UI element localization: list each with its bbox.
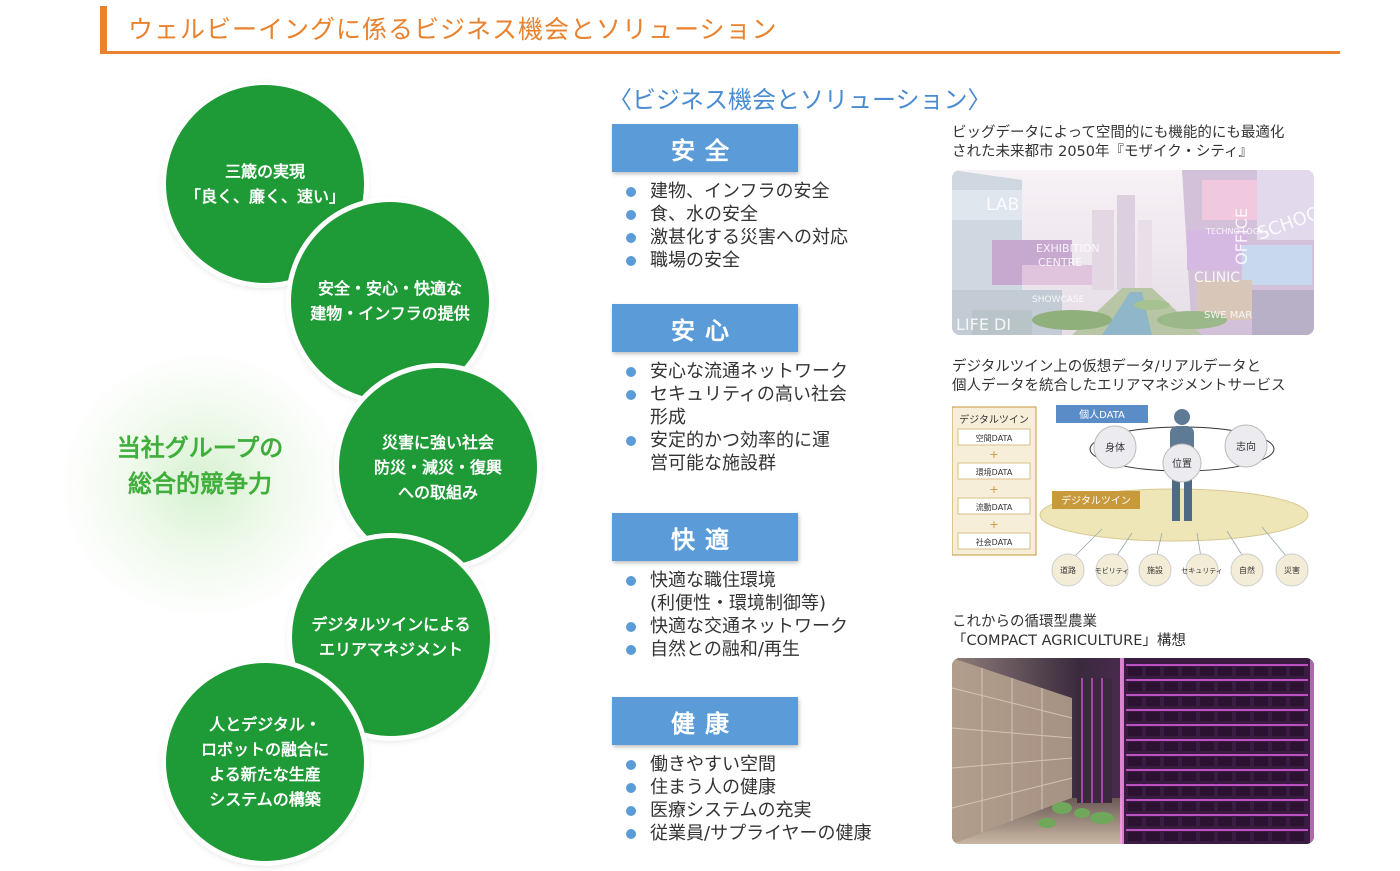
city-sign: LAB [986, 195, 1019, 215]
category-security: 安心 [612, 304, 798, 352]
digital-twin-diagram: デジタルツイン 空間DATA + 環境DATA + 流動DATA + 社会DAT… [951, 403, 1314, 588]
list-item: 快適な職住環境 (利便性・環境制御等) [624, 569, 914, 615]
farm-caption: これからの循環型農業 「COMPACT AGRICULTURE」構想 [952, 614, 1186, 649]
circle-safe-buildings: 安全・安心・快適な 建物・インフラの提供 [291, 202, 489, 400]
compact-agriculture-illustration [952, 658, 1314, 844]
list-item: 食、水の安全 [624, 203, 914, 226]
category-health: 健康 [612, 697, 798, 745]
circle-text: デジタルツインによる エリアマネジメント [311, 615, 471, 659]
farm-svg [952, 658, 1314, 844]
category-label: 快適 [671, 525, 739, 554]
plus-sign: + [989, 483, 998, 496]
city-sign: TECHNO LOGY [1205, 227, 1264, 236]
personal-data-label: 個人DATA [1079, 408, 1125, 421]
list-item: 医療システムの充実 [624, 799, 924, 822]
core-line-2: 総合的競争力 [128, 470, 272, 498]
city-sign: EXHIBITION [1036, 242, 1100, 255]
core-competence-label: 当社グループの 総合的競争力 [90, 430, 310, 502]
twin-node: セキュリティ [1181, 567, 1223, 575]
twin-node: 道路 [1060, 565, 1076, 575]
list-item: 快適な交通ネットワーク [624, 615, 914, 638]
core-line-1: 当社グループの [116, 434, 284, 462]
list-item: 激甚化する災害への対応 [624, 226, 914, 249]
twin-panel-title: デジタルツイン [959, 413, 1029, 426]
city-sign: CENTRE [1038, 256, 1082, 269]
list-item: 安定的かつ効率的に運 営可能な施設群 [624, 429, 914, 475]
solutions-title: 〈ビジネス機会とソリューション〉 [608, 86, 992, 114]
farm-shelves [1126, 664, 1308, 841]
category-label: 安全 [671, 136, 739, 165]
city-sign: LIFE DI [956, 315, 1011, 334]
security-list: 安心な流通ネットワーク セキュリティの高い社会 形成 安定的かつ効率的に運 営可… [624, 360, 914, 475]
circle-text: 人とデジタル・ ロボットの融合に よる新たな生産 システムの構築 [200, 715, 329, 809]
data-item: 社会DATA [976, 537, 1013, 547]
list-item: 働きやすい空間 [624, 753, 924, 776]
plus-sign: + [989, 448, 998, 461]
city-caption: ビッグデータによって空間的にも機能的にも最適化 された未来都市 2050年『モザ… [952, 125, 1285, 160]
header-accent-bar [100, 6, 107, 52]
twin-svg: デジタルツイン 空間DATA + 環境DATA + 流動DATA + 社会DAT… [951, 405, 1309, 587]
circle-text: 安全・安心・快適な 建物・インフラの提供 [310, 279, 470, 323]
data-item: 空間DATA [976, 433, 1013, 443]
circle-human-robot: 人とデジタル・ ロボットの融合に よる新たな生産 システムの構築 [166, 663, 364, 861]
list-item: 住まう人の健康 [624, 776, 924, 799]
mosaic-city-illustration: LAB EXHIBITION CENTRE SHOWCASE LIFE DI C… [952, 170, 1314, 335]
list-item: 建物、インフラの安全 [624, 180, 914, 203]
twin-node: 災害 [1284, 565, 1300, 575]
circle-text: 災害に強い社会 防災・減災・復興 への取組み [373, 432, 502, 502]
category-label: 安心 [671, 316, 739, 345]
core-glow [58, 350, 348, 620]
circle-disaster-resilience: 災害に強い社会 防災・減災・復興 への取組み [339, 368, 537, 566]
twin-label: デジタルツイン [1061, 494, 1131, 507]
circle-text: 三箴の実現 「良く、廉く、速い」 [184, 162, 345, 206]
safety-list: 建物、インフラの安全 食、水の安全 激甚化する災害への対応 職場の安全 [624, 180, 914, 272]
comfort-list: 快適な職住環境 (利便性・環境制御等) 快適な交通ネットワーク 自然との融和/再… [624, 569, 914, 661]
category-comfort: 快適 [612, 513, 798, 561]
list-item: 安心な流通ネットワーク [624, 360, 914, 383]
health-list: 働きやすい空間 住まう人の健康 医療システムの充実 従業員/サプライヤーの健康 [624, 753, 924, 845]
twin-node: 自然 [1239, 565, 1255, 575]
list-item: 従業員/サプライヤーの健康 [624, 822, 924, 845]
list-item: 自然との融和/再生 [624, 638, 914, 661]
page-title: ウェルビーイングに係るビジネス機会とソリューション [128, 15, 778, 44]
twin-node: 施設 [1147, 565, 1163, 575]
ring-label: 志向 [1236, 440, 1256, 453]
header-underline [100, 51, 1340, 54]
city-sign: SWE MAR [1204, 310, 1252, 321]
ring-label: 身体 [1105, 441, 1125, 454]
category-label: 健康 [671, 709, 739, 738]
plus-sign: + [989, 518, 998, 531]
city-svg: LAB EXHIBITION CENTRE SHOWCASE LIFE DI C… [952, 170, 1314, 335]
city-sign: SHOWCASE [1032, 295, 1085, 305]
list-item: セキュリティの高い社会 形成 [624, 383, 914, 429]
twin-caption: デジタルツイン上の仮想データ/リアルデータと 個人データを統合したエリアマネジメ… [952, 359, 1286, 394]
data-item: 流動DATA [976, 502, 1013, 512]
city-sign: OFFICE [1232, 208, 1251, 265]
data-item: 環境DATA [976, 467, 1013, 477]
twin-node: モビリティ [1095, 566, 1130, 575]
ring-label: 位置 [1172, 457, 1192, 470]
city-sign: CLINIC [1194, 270, 1240, 286]
list-item: 職場の安全 [624, 249, 914, 272]
category-safety: 安全 [612, 124, 798, 172]
